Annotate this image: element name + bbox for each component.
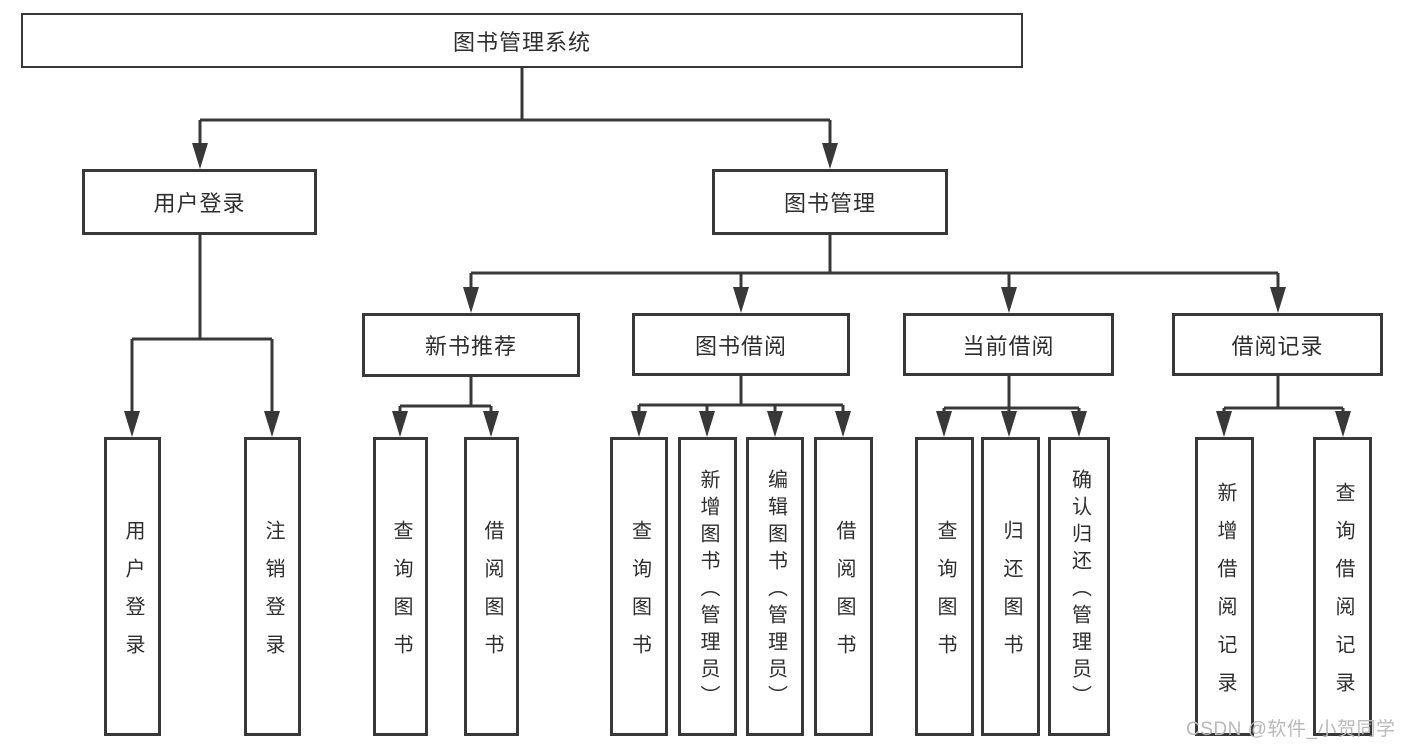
node-new-book-recommend: 新书推荐 [362,313,580,377]
leaf-add-books-admin-label: 新增图书（管理员） [697,468,719,712]
connector-records-to-leaves [1222,376,1345,417]
arrowhead [936,411,952,437]
leaf-return-books-label: 归还图书 [1000,519,1022,672]
leaf-borrow-books-recommend: 借阅图书 [464,437,519,736]
arrowhead [1270,287,1286,313]
leaf-query-books-recommend-label: 查询图书 [390,519,412,672]
leaf-borrow-books-label: 借阅图书 [833,519,855,672]
leaf-query-borrow-record-label: 查询借阅记录 [1332,481,1354,710]
node-current-borrowing: 当前借阅 [903,313,1114,376]
leaf-logout: 注销登录 [244,437,301,736]
node-new-book-recommend-label: 新书推荐 [424,334,517,359]
arrowhead [699,411,715,437]
node-user-login: 用户登录 [82,169,317,235]
leaf-return-books: 归还图书 [981,437,1040,736]
arrowhead [733,287,749,313]
connector-userlogin-to-leaves [130,235,274,417]
connector-newbooks-to-leaves [398,377,493,417]
leaf-confirm-return-admin-label: 确认归还（管理员） [1068,468,1091,712]
leaf-query-books-borrowing: 查询图书 [610,437,668,736]
leaf-add-books-admin: 新增图书（管理员） [678,437,737,736]
arrowhead [1216,411,1232,437]
leaf-borrow-books-recommend-label: 借阅图书 [481,519,503,672]
node-current-borrowing-label: 当前借阅 [962,333,1055,359]
connector-root-to-level1 [198,68,832,149]
watermark-text: CSDN @软件_小贺同学 [1186,719,1396,740]
node-borrowing-records-label: 借阅记录 [1231,333,1324,359]
arrowhead [1001,287,1017,313]
leaf-query-books-current-label: 查询图书 [934,519,956,672]
arrowhead [1001,411,1017,437]
leaf-user-login-label: 用户登录 [122,519,144,672]
leaf-query-borrow-record: 查询借阅记录 [1313,437,1372,736]
leaf-edit-books-admin: 编辑图书（管理员） [746,437,804,736]
node-user-login-label: 用户登录 [153,191,246,216]
arrowhead [192,143,208,169]
arrowhead [392,411,408,437]
connector-borrow-to-leaves [637,376,845,417]
arrowhead [631,411,647,437]
node-book-management-label: 图书管理 [783,191,876,216]
arrowhead [767,411,783,437]
node-root-label: 图书管理系统 [452,29,591,55]
node-book-borrowing: 图书借阅 [632,313,850,376]
arrowheads [124,143,1351,437]
leaf-borrow-books: 借阅图书 [814,437,873,736]
leaf-logout-label: 注销登录 [262,519,284,672]
leaf-add-borrow-record-label: 新增借阅记录 [1214,481,1236,710]
arrowhead [822,143,838,169]
arrowhead [483,411,499,437]
node-book-borrowing-label: 图书借阅 [694,333,787,359]
connector-current-to-leaves [942,376,1081,417]
arrowhead [264,411,280,437]
node-book-management: 图书管理 [712,169,948,235]
arrowhead [463,287,479,313]
leaf-query-books-current: 查询图书 [915,437,974,736]
leaf-confirm-return-admin: 确认归还（管理员） [1048,437,1110,736]
arrowhead [124,411,140,437]
leaf-user-login: 用户登录 [104,437,161,736]
arrowhead [1335,411,1351,437]
leaf-add-borrow-record: 新增借阅记录 [1195,437,1254,736]
connector-bookmgmt-to-level2 [469,235,1280,293]
node-borrowing-records: 借阅记录 [1172,313,1383,376]
leaf-edit-books-admin-label: 编辑图书（管理员） [764,468,787,712]
arrowhead [835,411,851,437]
node-root: 图书管理系统 [21,13,1023,68]
arrowhead [1071,411,1087,437]
leaf-query-books-recommend: 查询图书 [373,437,428,736]
leaf-query-books-borrowing-label: 查询图书 [628,519,651,672]
